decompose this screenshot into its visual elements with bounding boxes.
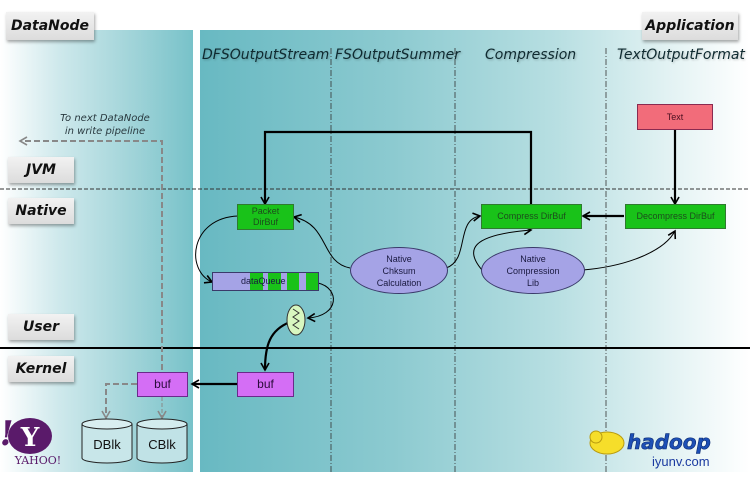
decompress-dirbuf-node: Decompress DirBuf <box>625 204 726 229</box>
arrow-buf-to-dblk <box>101 383 137 420</box>
pipeline-note-line1: To next DataNode <box>60 113 150 124</box>
arrow-chksum-to-compress <box>445 212 482 269</box>
arrow-complib-to-decompress <box>582 229 677 271</box>
disk-dblk-label: DBlk <box>93 437 121 452</box>
text-node: Text <box>637 104 713 130</box>
watermark-text: iyunv.com <box>652 454 710 469</box>
datanode-panel <box>0 30 193 472</box>
arrow-complib-to-compress <box>473 225 533 271</box>
native-chksum-node: Native Chksum Calculation <box>350 247 448 294</box>
queue-slot <box>287 273 299 290</box>
layer-label-kernel: Kernel <box>8 356 74 382</box>
disk-cblk <box>136 418 188 464</box>
yahoo-logo: Y ! YAHOO! <box>0 414 61 467</box>
queue-slot <box>306 273 318 290</box>
layer-label-native: Native <box>8 198 74 224</box>
packet-dirbuf-line1: Packet <box>251 206 280 216</box>
chksum-line1: Native <box>386 253 412 264</box>
svg-text:Y: Y <box>20 423 40 453</box>
yahoo-wordmark: YAHOO! <box>14 454 61 467</box>
chksum-line2: Chksum <box>382 265 416 276</box>
packet-dirbuf-line2: DirBuf <box>252 217 278 227</box>
kernel-buf-client: buf <box>237 372 294 397</box>
column-header-compression: Compression <box>485 47 577 63</box>
dataqueue-node: dataQueue <box>212 272 319 291</box>
layer-label-application: Application <box>642 12 738 40</box>
socket-icon <box>286 304 306 336</box>
complib-line1: Native <box>520 253 546 264</box>
layer-label-datanode: DataNode <box>6 12 94 40</box>
arrow-to-next-datanode <box>18 136 163 370</box>
queue-slot <box>268 273 281 290</box>
kernel-buf-datanode: buf <box>137 372 188 397</box>
complib-line2: Compression <box>506 265 560 276</box>
arrow-packet-to-dataqueue <box>195 215 239 284</box>
chksum-line3: Calculation <box>376 277 422 288</box>
disk-cblk-label: CBlk <box>148 437 176 452</box>
pipeline-note-line2: in write pipeline <box>64 126 146 137</box>
layer-label-user: User <box>8 314 74 340</box>
packet-dirbuf-node: Packet DirBuf <box>237 204 294 230</box>
column-header-textoutputformat: TextOutputFormat <box>617 47 745 63</box>
native-compression-lib-node: Native Compression Lib <box>481 247 585 294</box>
pipeline-note: To next DataNode in write pipeline <box>50 112 160 138</box>
complib-line3: Lib <box>526 277 539 288</box>
queue-slot <box>250 273 263 290</box>
client-panel <box>200 30 750 472</box>
hadoop-logo: hadoop iyunv.com <box>589 430 711 469</box>
layer-label-jvm: JVM <box>8 157 74 183</box>
arrow-compress-to-packet <box>260 130 533 206</box>
dataqueue-label: dataQueue <box>241 276 286 286</box>
hadoop-wordmark: hadoop <box>627 430 711 454</box>
column-header-dfsoutputstream: DFSOutputStream <box>202 47 330 63</box>
compress-dirbuf-node: Compress DirBuf <box>481 204 582 229</box>
column-header-fsoutputsummer: FSOutputSummer <box>335 47 460 63</box>
arrow-dataqueue-to-socket <box>306 282 334 323</box>
arrow-socket-to-buf <box>260 320 291 372</box>
disk-dblk <box>81 418 133 464</box>
arrow-chksum-to-packet <box>292 213 351 269</box>
